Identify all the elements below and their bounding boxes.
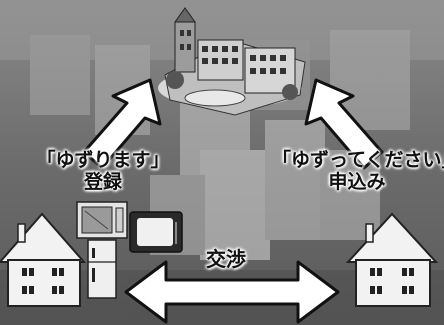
receiver-action: 申込み [328, 170, 386, 193]
receiver-label: 「ゆずってください」 申込み [272, 149, 444, 194]
microwave-icon [76, 201, 128, 239]
town-hall-building [158, 7, 306, 116]
television-icon [129, 211, 183, 253]
receiver-title: 「ゆずってください」 [272, 149, 444, 171]
negotiation-label: 交渉 [196, 248, 256, 271]
arrow-up-right [304, 78, 384, 170]
left-house [0, 212, 87, 307]
arrow-up-left [82, 78, 162, 170]
giver-title: 「ゆずります」 [36, 149, 170, 171]
negotiation-text: 交渉 [206, 247, 246, 271]
giver-action: 登録 [83, 170, 122, 193]
refrigerator-icon [87, 239, 117, 299]
right-house [345, 212, 439, 307]
giver-label: 「ゆずります」 登録 [18, 149, 188, 194]
arrow-double-horizontal [124, 260, 340, 324]
